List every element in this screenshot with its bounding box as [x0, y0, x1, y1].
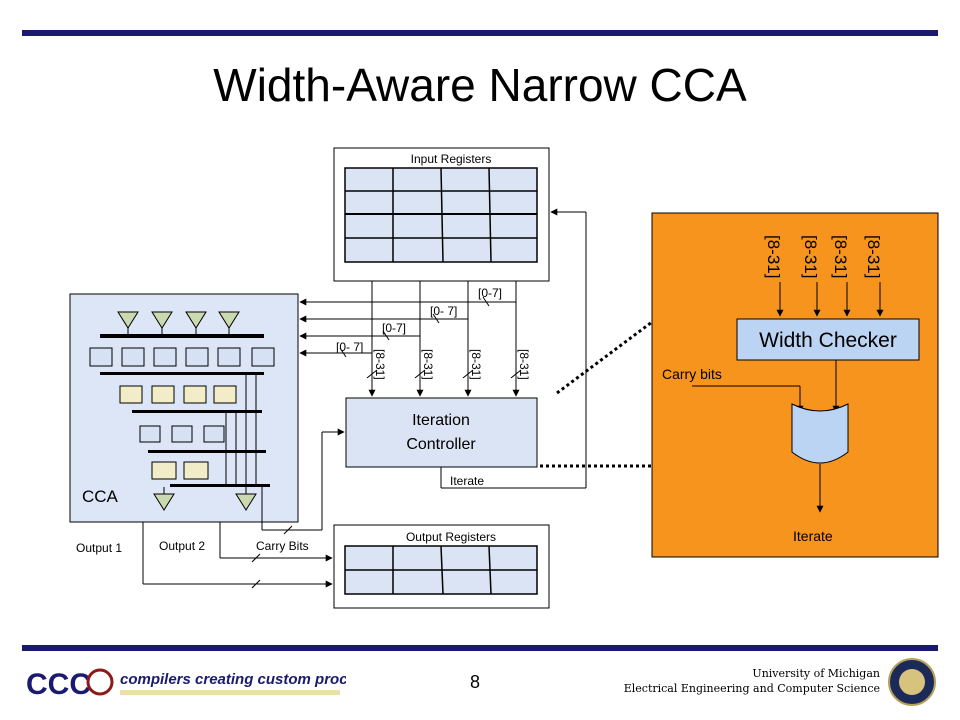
output-registers: Output Registers: [333, 524, 550, 609]
wide-label-4: [8-31]: [517, 349, 531, 380]
bottom-rule: [22, 645, 938, 651]
width-checker-label: Width Checker: [759, 329, 897, 352]
iterate-label: Iterate: [450, 474, 484, 488]
zoom-connector-top: [556, 320, 653, 395]
panel-input-label-2: [8-31]: [801, 235, 820, 278]
university-credit: University of Michigan Electrical Engine…: [624, 666, 880, 696]
narrow-label-4: [0- 7]: [336, 340, 363, 354]
wide-buses: [366, 281, 522, 397]
page-number: 8: [470, 672, 481, 692]
narrow-label-2: [0- 7]: [430, 304, 457, 318]
wide-label-2: [8-31]: [421, 349, 435, 380]
panel-input-label-4: [8-31]: [864, 235, 883, 278]
narrow-label-1: [0-7]: [478, 286, 502, 300]
panel-input-label-3: [8-31]: [831, 235, 850, 278]
output1-label: Output 1: [76, 541, 122, 555]
cca-block: CCA: [69, 293, 299, 523]
university-name: University of Michigan: [752, 667, 880, 680]
logo-emblem-icon: [86, 668, 114, 696]
narrow-label-3: [0-7]: [382, 321, 406, 335]
panel-input-label-1: [8-31]: [764, 235, 783, 278]
controller-line2: Controller: [406, 436, 476, 453]
output-registers-label: Output Registers: [406, 530, 496, 544]
department-name: Electrical Engineering and Computer Scie…: [623, 682, 880, 695]
cca-output-wires: [142, 428, 345, 589]
wide-label-1: [8-31]: [373, 349, 387, 380]
input-registers: Input Registers: [333, 147, 550, 282]
ccc-logo: CCC compilers creating custom processors: [26, 660, 396, 709]
slide-title: Width-Aware Narrow CCA: [213, 59, 747, 111]
panel-carry-bits-label: Carry bits: [662, 366, 722, 382]
controller-line1: Iteration: [412, 412, 470, 429]
logo-tagline: compilers creating custom processors: [120, 671, 346, 688]
output2-label: Output 2: [159, 539, 205, 553]
panel-iterate-label: Iterate: [793, 528, 833, 544]
iteration-controller: Iteration Controller: [345, 397, 538, 468]
narrow-buses: [299, 296, 516, 358]
wide-label-3: [8-31]: [469, 349, 483, 380]
university-seal-icon: [888, 658, 936, 706]
input-registers-label: Input Registers: [411, 152, 492, 166]
logo-letters: CCC: [26, 668, 91, 701]
cca-label: CCA: [82, 487, 119, 506]
carry-bits-label: Carry Bits: [256, 539, 309, 553]
iterate-loop: [440, 208, 587, 489]
width-checker-panel: [8-31] [8-31] [8-31] [8-31] Width Checke…: [651, 212, 939, 558]
top-rule: [22, 30, 938, 36]
